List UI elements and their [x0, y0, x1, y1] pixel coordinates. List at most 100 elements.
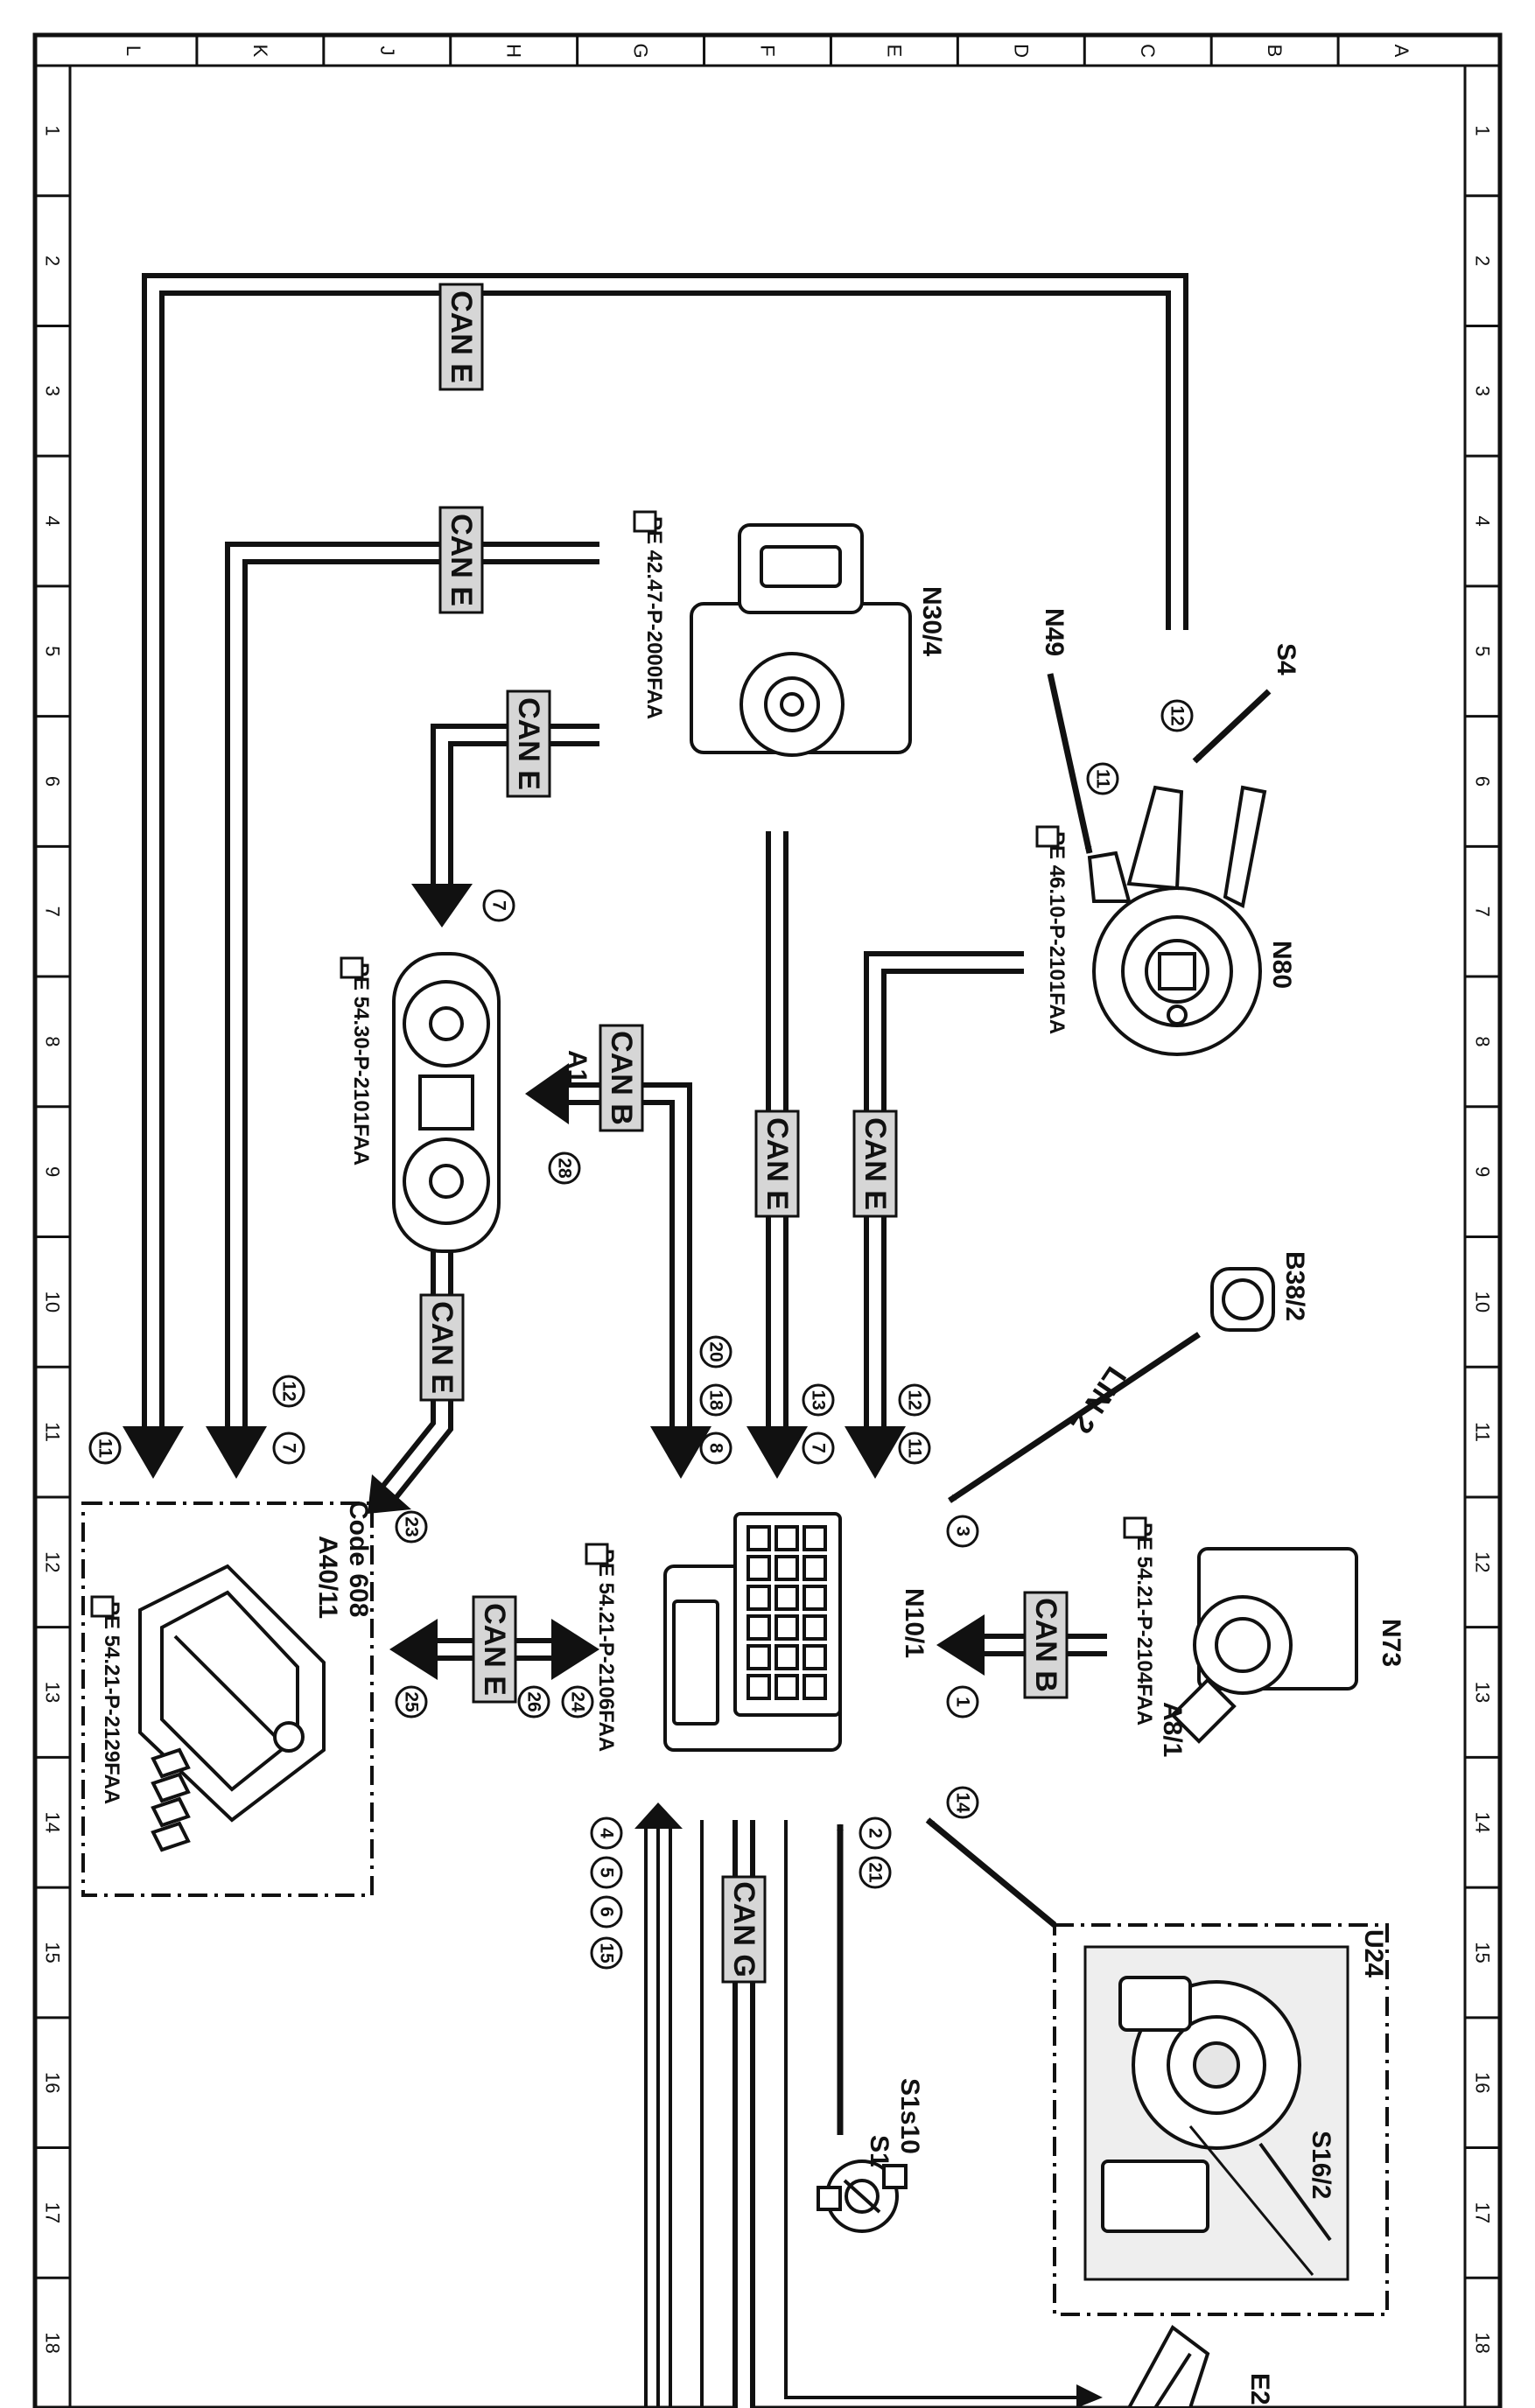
row-label: 16 [42, 2072, 64, 2093]
column-label: G [630, 43, 652, 58]
label-code-608: Code 608 [344, 1501, 373, 1617]
row-label: 6 [1472, 776, 1494, 787]
ref-n80: PE 46.10-P-2101FAA [1045, 831, 1069, 1034]
connector-pin [746, 1585, 771, 1611]
can-e-label-4: CAN E [760, 1117, 794, 1210]
row-label: 18 [42, 2332, 64, 2353]
signal-number: 3 [953, 1526, 973, 1536]
column-label: C [1137, 44, 1159, 58]
n10-1-module [663, 1512, 842, 1752]
signal-number: 8 [706, 1443, 726, 1453]
column-label: H [503, 44, 525, 58]
connector-pin [775, 1614, 799, 1641]
connector-pin [746, 1614, 771, 1641]
row-label: 17 [1472, 2202, 1494, 2223]
row-label: 3 [1472, 386, 1494, 396]
s1-light-switch [817, 2160, 908, 2233]
label-n73: N73 [1377, 1619, 1405, 1667]
connector-pin [803, 1585, 827, 1611]
connector-pin [746, 1674, 771, 1700]
row-label: 8 [1472, 1036, 1494, 1046]
signal-number: 12 [279, 1381, 299, 1401]
signal-number: 2 [866, 1828, 886, 1838]
row-label: 14 [1472, 1812, 1494, 1833]
can-e-label-6: CAN E [425, 1301, 459, 1394]
can-b-label-1: CAN B [605, 1031, 638, 1125]
label-e2: E2 [1245, 2373, 1274, 2405]
connector-pin [151, 1772, 191, 1803]
connector-pin [803, 1644, 827, 1670]
row-label: 1 [42, 125, 64, 136]
column-label: D [1010, 44, 1032, 58]
connector-pin [775, 1585, 799, 1611]
e2-component [1126, 2325, 1210, 2408]
signal-number: 21 [866, 1862, 886, 1883]
connector-pin [775, 1644, 799, 1670]
row-label: 2 [42, 256, 64, 266]
row-label: 9 [42, 1166, 64, 1177]
can-e-label-1: CAN E [445, 290, 478, 383]
row-label: 7 [1472, 906, 1494, 917]
row-label: 4 [42, 515, 64, 526]
column-label: L [123, 46, 144, 56]
row-label: 8 [42, 1036, 64, 1046]
row-label: 3 [42, 386, 64, 396]
row-label: 11 [42, 1422, 64, 1442]
ref-n30-4: PE 42.47-P-2000FAA [642, 516, 666, 719]
signal-number: 5 [597, 1867, 617, 1878]
row-label: 1 [1472, 125, 1494, 136]
signal-number: 1 [953, 1697, 973, 1707]
row-label: 14 [42, 1812, 64, 1833]
a40-11-module [81, 1502, 374, 1897]
can-e-label-2: CAN E [445, 514, 478, 606]
row-label: 10 [1472, 1292, 1494, 1312]
connector-pin [746, 1555, 771, 1581]
row-label: 17 [42, 2202, 64, 2223]
lin-2-label: LIN 2 [1064, 1361, 1132, 1439]
connector-pin [775, 1525, 799, 1551]
signal-number: 20 [706, 1341, 726, 1362]
column-label: B [1264, 45, 1286, 58]
row-label: 5 [42, 646, 64, 656]
signal-number: 7 [279, 1443, 299, 1453]
row-label: 15 [1472, 1942, 1494, 1963]
wires [123, 273, 1201, 2408]
signal-number: 13 [809, 1390, 829, 1410]
signal-number: 11 [1093, 769, 1113, 789]
signal-number: 14 [953, 1792, 973, 1813]
label-n80: N80 [1267, 941, 1296, 989]
row-label: 5 [1472, 646, 1494, 656]
row-label: 10 [42, 1292, 64, 1312]
connector-pin [803, 1555, 827, 1581]
ref-n10-1: PE 54.21-P-2106FAA [594, 1549, 618, 1752]
column-label: E [883, 45, 905, 58]
row-label: 15 [42, 1942, 64, 1963]
signal-number: 26 [524, 1691, 544, 1712]
row-label: 7 [42, 906, 64, 917]
connector-pin [746, 1525, 771, 1551]
column-label: J [376, 46, 398, 56]
label-s1: S1 [865, 2135, 894, 2167]
connector-pin [803, 1525, 827, 1551]
pointer-lines [1047, 673, 1272, 854]
label-s4: S4 [1272, 643, 1300, 676]
n80-steering-column-module [1087, 785, 1267, 1056]
row-label: 4 [1472, 515, 1494, 526]
connector-pin [803, 1674, 827, 1700]
label-n30-4: N30/4 [917, 586, 946, 656]
connector-pin [803, 1614, 827, 1641]
column-label: A [1391, 45, 1412, 58]
column-label: F [757, 45, 779, 56]
label-a8-1: A8/1 [1158, 1702, 1187, 1757]
row-label: 2 [1472, 256, 1494, 266]
signal-number: 23 [402, 1516, 422, 1536]
connector-pin [151, 1821, 191, 1852]
row-label: 12 [1472, 1551, 1494, 1572]
can-g-label: CAN G [727, 1881, 760, 1978]
label-u24: U24 [1359, 1929, 1388, 1978]
label-s1s10: S1s10 [895, 2078, 924, 2154]
